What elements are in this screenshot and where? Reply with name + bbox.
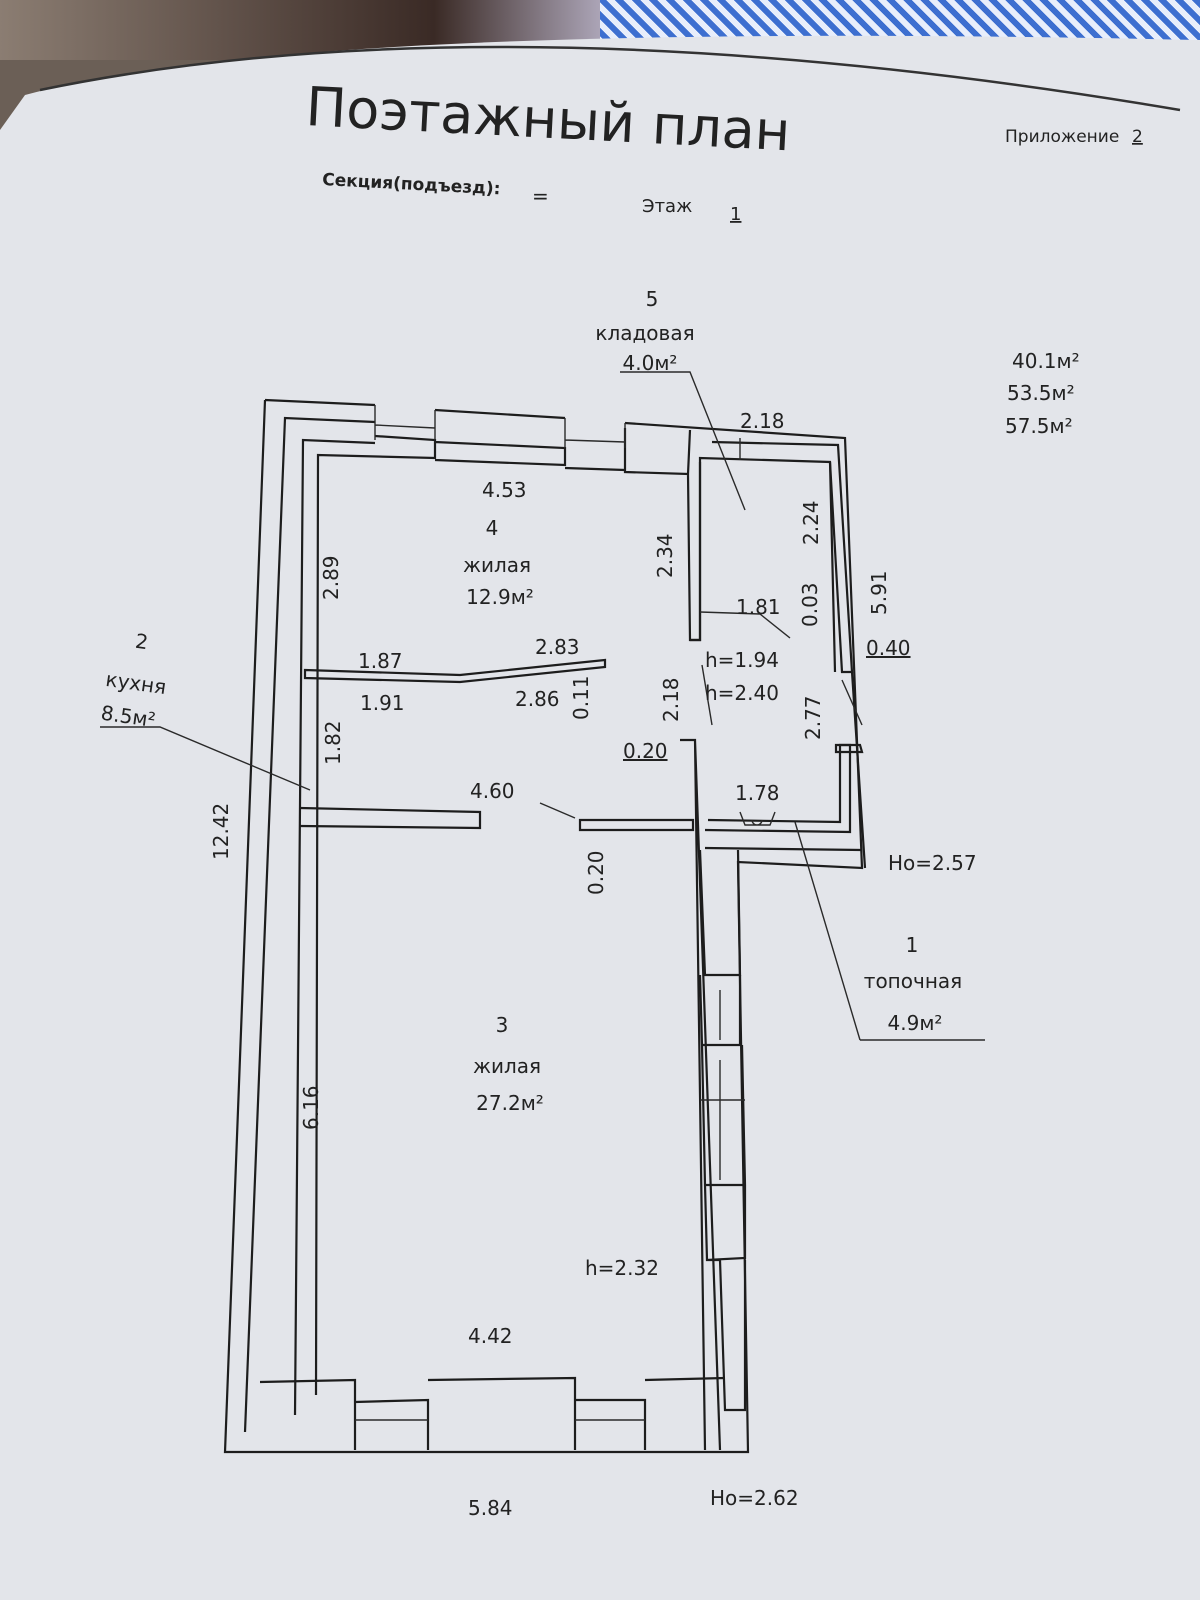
height-labels: h=1.94 h=2.40 h=2.32 Ho=2.57 Ho=2.62 (585, 648, 977, 1510)
boiler-symbol-icon (739, 811, 776, 826)
svg-text:кладовая: кладовая (595, 321, 694, 345)
walls (223, 398, 867, 1454)
svg-text:4.42: 4.42 (468, 1324, 513, 1348)
svg-text:0.11: 0.11 (569, 675, 593, 720)
svg-text:топочная: топочная (864, 969, 962, 993)
svg-text:1.82: 1.82 (321, 720, 345, 765)
svg-text:2.18: 2.18 (659, 677, 683, 722)
total-area-overall: 57.5м² (1005, 414, 1073, 438)
svg-text:Ho=2.62: Ho=2.62 (710, 1486, 799, 1510)
svg-text:2.24: 2.24 (799, 500, 823, 545)
room-3-label: 3 жилая 27.2м² (473, 1013, 544, 1115)
dimension-labels: 2.18 4.53 2.89 2.34 2.24 5.91 1.81 0.03 … (209, 409, 911, 1520)
room-5-label: 5 кладовая 4.0м² (595, 287, 694, 375)
floor-value: 1 (730, 204, 741, 225)
svg-text:h=1.94: h=1.94 (705, 648, 779, 672)
svg-text:5.84: 5.84 (468, 1496, 513, 1520)
svg-text:6.16: 6.16 (299, 1085, 323, 1130)
svg-text:12.42: 12.42 (209, 803, 233, 860)
svg-text:4.60: 4.60 (470, 779, 515, 803)
svg-text:жилая: жилая (473, 1054, 541, 1078)
svg-text:жилая: жилая (463, 553, 531, 577)
svg-text:1.91: 1.91 (360, 691, 405, 715)
section-value: = (532, 184, 549, 208)
svg-text:5: 5 (646, 287, 659, 311)
svg-text:h=2.40: h=2.40 (705, 681, 779, 705)
svg-text:4.53: 4.53 (482, 478, 527, 502)
svg-text:2.34: 2.34 (653, 533, 677, 578)
appendix-label: Приложение (1005, 127, 1119, 147)
svg-text:h=2.32: h=2.32 (585, 1256, 659, 1280)
svg-text:3: 3 (496, 1013, 509, 1037)
svg-text:1: 1 (906, 933, 919, 957)
room-1-label: 1 топочная 4.9м² (864, 933, 962, 1035)
svg-text:4: 4 (486, 516, 499, 540)
page-edge-line (39, 45, 1181, 112)
appendix-number: 2 (1132, 127, 1143, 147)
svg-text:1.81: 1.81 (736, 595, 781, 619)
leader-lines (100, 371, 985, 1041)
svg-text:2.77: 2.77 (801, 695, 825, 740)
svg-text:2.89: 2.89 (319, 555, 343, 600)
svg-text:0.40: 0.40 (866, 636, 911, 660)
svg-text:0.03: 0.03 (798, 582, 822, 627)
svg-text:5.91: 5.91 (867, 570, 891, 615)
svg-text:2.83: 2.83 (535, 635, 580, 659)
svg-text:27.2м²: 27.2м² (476, 1091, 544, 1115)
svg-text:4.9м²: 4.9м² (888, 1011, 943, 1035)
svg-text:2.86: 2.86 (515, 687, 560, 711)
room-4-label: 4 жилая 12.9м² (463, 516, 534, 609)
svg-text:1.87: 1.87 (358, 649, 403, 673)
total-area-apartment: 53.5м² (1007, 381, 1075, 405)
svg-text:12.9м²: 12.9м² (466, 585, 534, 609)
page-sheet (0, 35, 1200, 1600)
svg-text:1.78: 1.78 (735, 781, 780, 805)
total-area-living: 40.1м² (1012, 349, 1080, 373)
svg-text:2.18: 2.18 (740, 409, 785, 433)
svg-text:0.20: 0.20 (584, 850, 608, 895)
svg-text:Ho=2.57: Ho=2.57 (888, 851, 977, 875)
svg-text:2: 2 (134, 629, 150, 655)
svg-text:4.0м²: 4.0м² (623, 351, 678, 375)
svg-text:0.20: 0.20 (623, 739, 668, 763)
floor-label: Этаж (642, 196, 692, 217)
